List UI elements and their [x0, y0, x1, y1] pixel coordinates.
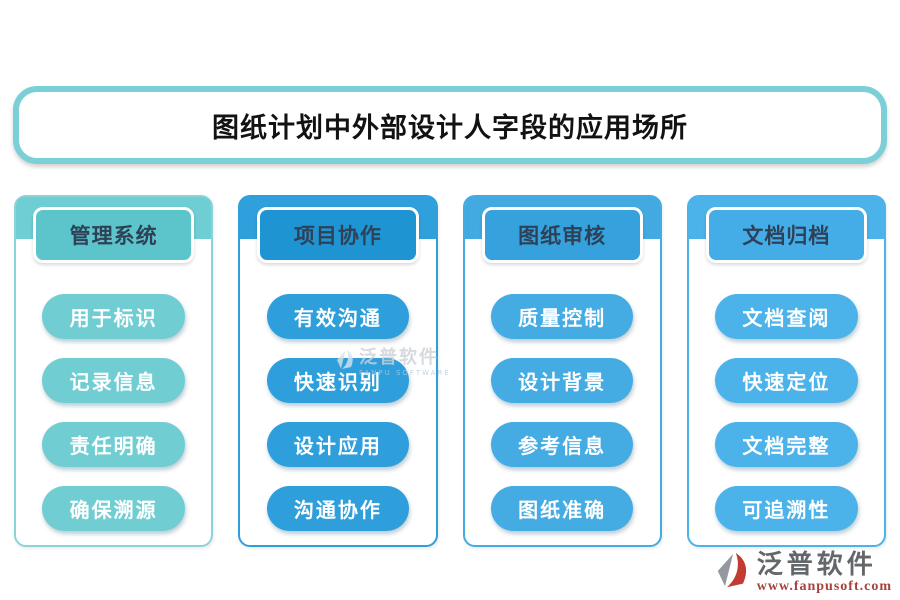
page-title: 图纸计划中外部设计人字段的应用场所	[212, 112, 688, 144]
card-management-system: 管理系统 用于标识 记录信息 责任明确 确保溯源	[14, 195, 214, 547]
card-header: 管理系统	[33, 207, 195, 263]
pill-item: 责任明确	[42, 422, 185, 467]
card-drawing-review: 图纸审核 质量控制 设计背景 参考信息 图纸准确	[462, 195, 662, 547]
card-header: 项目协作	[257, 207, 419, 263]
pill-item: 用于标识	[42, 294, 185, 339]
card-header: 图纸审核	[481, 207, 643, 263]
pill-item: 快速定位	[715, 358, 858, 403]
pill-item: 有效沟通	[266, 294, 410, 339]
pill-item: 设计背景	[490, 358, 634, 403]
pill-item: 文档查阅	[715, 294, 858, 339]
pill-item: 文档完整	[715, 422, 858, 467]
pill-item: 沟通协作	[266, 486, 410, 531]
pill-item: 快速识别	[266, 358, 410, 403]
brand-url: www.fanpusoft.com	[756, 578, 892, 594]
pill-item: 记录信息	[42, 358, 185, 403]
columns-container: 管理系统 用于标识 记录信息 责任明确 确保溯源 项目协作 有效沟通 快速识别 …	[14, 195, 886, 547]
pill-item: 可追溯性	[715, 486, 858, 531]
card-project-collaboration: 项目协作 有效沟通 快速识别 设计应用 沟通协作	[238, 195, 438, 547]
pill-list: 质量控制 设计背景 参考信息 图纸准确	[465, 294, 660, 531]
card-document-archiving: 文档归档 文档查阅 快速定位 文档完整 可追溯性	[686, 195, 886, 547]
brand-name: 泛普软件	[756, 549, 877, 580]
pill-item: 图纸准确	[490, 486, 634, 531]
pill-item: 质量控制	[490, 294, 634, 339]
pill-list: 文档查阅 快速定位 文档完整 可追溯性	[689, 294, 884, 531]
pill-list: 用于标识 记录信息 责任明确 确保溯源	[16, 294, 211, 531]
pill-item: 确保溯源	[42, 486, 185, 531]
title-banner: 图纸计划中外部设计人字段的应用场所	[13, 86, 887, 164]
fanpu-logo-icon	[716, 551, 752, 595]
pill-item: 参考信息	[490, 422, 634, 467]
pill-item: 设计应用	[266, 422, 410, 467]
brand-footer: 泛普软件 www.fanpusoft.com	[716, 551, 892, 595]
card-header: 文档归档	[705, 207, 867, 263]
pill-list: 有效沟通 快速识别 设计应用 沟通协作	[240, 294, 435, 531]
